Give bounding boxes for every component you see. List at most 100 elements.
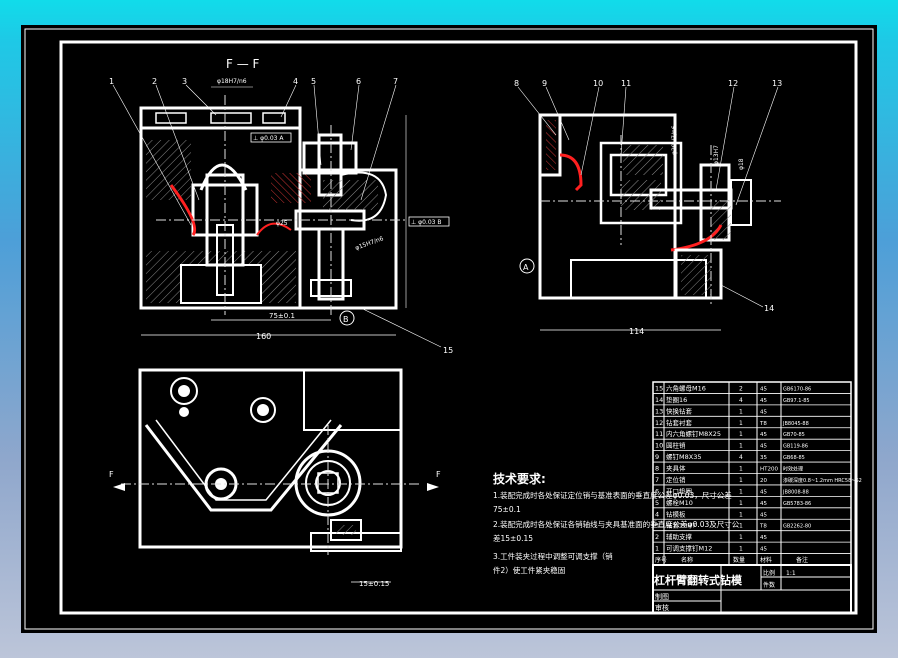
balloon-10: 10 (593, 79, 603, 88)
bom-cell-name: 快换钻套 (666, 406, 693, 415)
bom-cell-name: 螺钉M8X35 (666, 452, 701, 461)
bom-cell-name: 钻模板 (666, 509, 686, 518)
front-section-view: F — F 160 75±0.1 φ (109, 57, 453, 355)
bom-cell-mat: T8 (759, 421, 767, 427)
tolerance-frame-b (408, 216, 450, 227)
bom-cell-mat: 35 (760, 455, 767, 461)
balloon-11: 11 (621, 79, 631, 88)
datum-a: A (523, 263, 529, 272)
scale-label: 比例 (763, 569, 775, 577)
bom-cell-mat: 45 (760, 501, 767, 507)
qty-label: 件数 (763, 581, 775, 589)
bom-cell-std: GB2262-80 (783, 524, 811, 530)
bom-cell-qty: 1 (739, 500, 743, 507)
balloons-side: 8 9 10 11 12 13 14 (514, 79, 782, 313)
bom-cell-name: 夹具体 (666, 464, 686, 473)
bom-header-cell: 序号 (655, 556, 667, 564)
bom-cell-std: GB70-85 (783, 432, 805, 438)
dim-fit-mid: φ15H7/n6 (354, 235, 384, 252)
title-block: 杠杆臂翻转式钻模 比例 1:1 件数 制图 审核 (652, 564, 852, 614)
tech-item-1: 1.装配完成时各处保证定位销与基准表面的垂直度公差φ0.03，尺寸公差 (493, 490, 732, 500)
dim-dia-2: φ25 (276, 220, 288, 227)
bom-cell-name: 开口垫圈 (666, 486, 692, 495)
bom-cell-name: 垫圈16 (666, 395, 687, 404)
bom-header-cell: 材料 (760, 556, 772, 564)
bom-cell-mat: T8 (759, 524, 767, 530)
bom-header-cell: 数量 (733, 556, 745, 564)
bom-cell-no: 1 (655, 545, 659, 553)
tech-item-2: 75±0.1 (493, 505, 521, 514)
datum-a-circle (519, 258, 535, 274)
dim-side-width: 114 (629, 327, 644, 336)
bom-cell-mat: 45 (760, 386, 767, 392)
bom-cell-qty: 1 (739, 466, 743, 473)
dim-front-inner: 75±0.1 (269, 312, 295, 320)
bom-cell-no: 12 (655, 419, 663, 427)
tolerance-a: ⊥ φ0.03 A (253, 135, 284, 142)
scale-value: 1:1 (786, 570, 796, 577)
dim-fit-top: φ18H7/n6 (217, 78, 247, 85)
balloon-13: 13 (772, 79, 782, 88)
bom-cell-no: 3 (655, 522, 659, 530)
bom-cell-qty: 1 (739, 408, 743, 415)
balloon-15: 15 (443, 346, 453, 355)
drawing-sheet: F — F 160 75±0.1 φ (21, 25, 877, 633)
bom-cell-name: 六角螺母M16 (666, 383, 706, 392)
balloon-14: 14 (764, 304, 774, 313)
balloon-9: 9 (542, 79, 547, 88)
plan-hole-2 (179, 407, 189, 417)
bom-cell-no: 8 (655, 465, 659, 473)
bom-cell-qty: 1 (739, 534, 743, 541)
balloons-front: 1 2 3 4 5 6 7 B 15 (109, 77, 453, 355)
bom-cell-std: JB8008-88 (782, 489, 809, 495)
bom-cell-std: GB6170-86 (783, 386, 811, 392)
bom-cell-qty: 1 (739, 431, 743, 438)
bom-cell-name: 钻套10H7 (666, 521, 696, 530)
balloon-5: 5 (311, 77, 316, 86)
bom-cell-name: 钻套衬套 (666, 418, 693, 427)
balloon-1: 1 (109, 77, 114, 86)
bom-cell-qty: 2 (739, 385, 743, 392)
bom-cell-qty: 1 (739, 420, 743, 427)
bom-cell-std: GB119-86 (783, 444, 808, 450)
bom-cell-std: JB8045-88 (782, 421, 809, 427)
dim-front-width: 160 (256, 332, 271, 341)
bom-cell-no: 5 (655, 499, 659, 507)
balloon-2: 2 (152, 77, 157, 86)
bom-cell-no: 11 (655, 430, 663, 438)
bom-cell-qty: 1 (739, 488, 743, 495)
bom-cell-qty: 1 (739, 443, 743, 450)
tech-item-3: 2.装配完成时各处保证各销轴线与夹具基准面的垂直度公差φ0.03及尺寸公 (493, 519, 740, 529)
bom-cell-mat: 45 (760, 444, 767, 450)
tech-item-5: 3.工件装夹过程中调整可调支撑（销 (493, 551, 613, 561)
bom-cell-std: 渗碳深度0.8~1.2mm HRC58~62 (783, 477, 862, 484)
bom-cell-std: GB97.1-85 (783, 398, 810, 404)
bom-header-cell: 备注 (796, 556, 808, 564)
checker-label: 审核 (655, 603, 669, 612)
tolerance-b: ⊥ φ0.03 B (411, 219, 441, 226)
bom-cell-no: 15 (655, 384, 663, 392)
plan-hole-1 (170, 377, 198, 405)
balloon-3: 3 (182, 77, 187, 86)
bom-cell-mat: 45 (760, 547, 767, 553)
tech-title: 技术要求: (493, 471, 546, 486)
bom-cell-name: 螺栓M10 (666, 498, 693, 507)
bom-header-cell: 名称 (681, 556, 693, 564)
dim-dia-3: φ18 (738, 158, 745, 170)
tech-requirements: 技术要求: 1.装配完成时各处保证定位销与基准表面的垂直度公差φ0.03，尺寸公… (493, 471, 740, 575)
bom-cell-std: GB5783-86 (783, 501, 811, 507)
dim-plan-bottom: 15±0.15 (359, 580, 389, 588)
bom-cell-mat: 45 (760, 398, 767, 404)
side-view: 114 φ20H7/n6 φ13H7 φ18 A 8 9 10 11 12 13… (514, 79, 782, 336)
bom-cell-name: 圆柱销 (666, 441, 686, 450)
outer-border (24, 28, 874, 630)
section-arrow-right: F (436, 470, 441, 479)
bom-cell-std: 时效处理 (783, 466, 803, 473)
datum-b: B (343, 315, 349, 324)
tech-item-4: 差15±0.15 (493, 533, 533, 543)
title-block-title: 杠杆臂翻转式钻模 (654, 573, 743, 587)
bom-cell-qty: 1 (739, 546, 743, 553)
bom-cell-qty: 1 (739, 523, 743, 530)
tech-item-6: 件2）使工件紧夹稳固 (493, 565, 565, 575)
